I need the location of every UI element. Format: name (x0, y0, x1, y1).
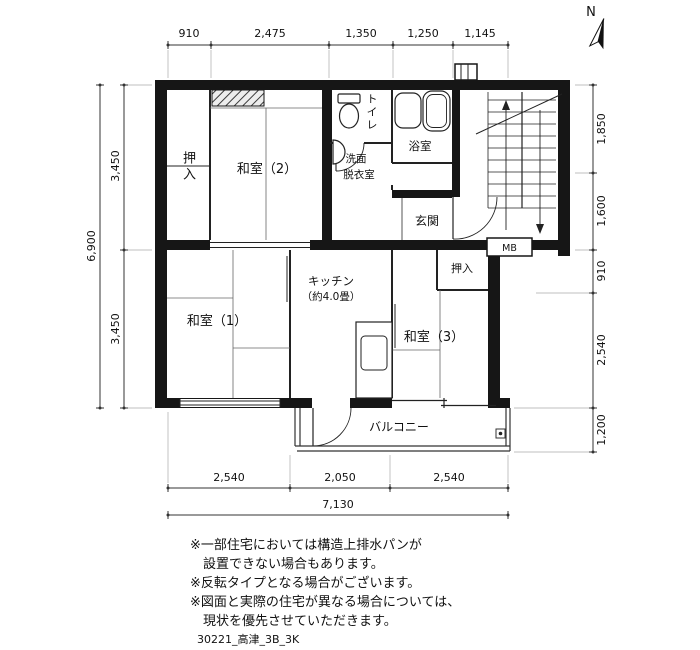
dimension-lines (96, 41, 597, 519)
balcony-rail (294, 408, 511, 452)
note-line-1: ※一部住宅においては構造上排水パンが (190, 538, 422, 553)
dim-top-3: 1,350 (345, 27, 377, 40)
fixtures (332, 90, 533, 399)
dim-top-4: 1,250 (407, 27, 439, 40)
label-washitsu1: 和室（1） (187, 313, 247, 329)
dim-right-4: 2,540 (595, 334, 608, 366)
note-line-4: ※図面と実際の住宅が異なる場合については、 (190, 594, 460, 610)
label-toilet: トイレ (365, 93, 378, 132)
staircase (454, 63, 563, 234)
fusuma-doors (210, 241, 310, 249)
window-washitsu1 (180, 399, 280, 407)
dim-left-2: 3,450 (109, 313, 122, 345)
drain-icon (495, 428, 506, 439)
dim-left-total: 6,900 (85, 230, 98, 262)
meter-box (486, 237, 533, 257)
extension-lines (128, 50, 589, 483)
label-kitchen-1: キッチン (308, 274, 354, 288)
dim-top-2: 2,475 (254, 27, 286, 40)
north-arrow: N (586, 5, 605, 50)
dim-bottom-1: 2,540 (213, 471, 245, 484)
stair-break-line (475, 93, 563, 135)
label-washitsu2: 和室（2） (237, 161, 297, 177)
dim-bottom-3: 2,540 (433, 471, 465, 484)
label-kitchen-2: （約4.0畳） (302, 290, 361, 303)
dim-top-1: 910 (179, 27, 200, 40)
dim-right-1: 1,850 (595, 113, 608, 145)
dim-bottom-total: 7,130 (322, 498, 354, 511)
label-balcony: バルコニー (369, 420, 429, 434)
label-oshiire-right: 押入 (451, 261, 473, 275)
kitchen-counter-icon (355, 321, 393, 399)
label-washroom-2: 脱衣室 (343, 168, 375, 181)
dim-top-5: 1,145 (464, 27, 496, 40)
hatched-wall (211, 89, 265, 107)
dim-right-2: 1,600 (595, 195, 608, 227)
note-line-2: 設置できない場合もあります。 (190, 556, 384, 572)
drawing-id: 30221_高津_3B_3K (197, 632, 300, 646)
toilet-icon (337, 93, 361, 129)
washbasin-icon (332, 139, 346, 165)
north-label: N (586, 5, 596, 20)
toilet-door-arc (335, 142, 365, 172)
stair-treads (488, 99, 556, 209)
label-washroom-1: 洗面 (346, 153, 367, 165)
label-bathroom: 浴室 (409, 139, 432, 153)
room-labels: 和室（2） 和室（1） 和室（3） 浴室 洗面 脱衣室 玄関 MB 押入 キッチ… (187, 139, 517, 434)
sliding-door-balcony (392, 398, 496, 408)
windows (179, 241, 496, 408)
label-mb: MB (502, 243, 517, 254)
balcony-door-arc (312, 407, 352, 447)
note-line-3: ※反転タイプとなる場合がございます。 (190, 575, 420, 591)
dim-bottom-2: 2,050 (324, 471, 356, 484)
entrance-door-arc (452, 196, 498, 240)
label-washitsu3: 和室（3） (404, 329, 464, 345)
duct-box (454, 63, 478, 81)
compass-needle-icon (588, 18, 605, 50)
dimension-labels: 910 2,475 1,350 1,250 1,145 6,900 3,450 … (85, 27, 608, 511)
dim-right-5: 1,200 (595, 414, 608, 446)
notes: ※一部住宅においては構造上排水パンが 設置できない場合もあります。 ※反転タイプ… (190, 538, 460, 629)
walls (155, 80, 570, 408)
balcony-divider (294, 408, 301, 446)
label-genkan: 玄関 (415, 213, 439, 228)
label-oshiire-left: 押入 (180, 151, 195, 183)
note-line-5: 現状を優先させていただきます。 (190, 614, 397, 629)
tatami-lines (167, 107, 441, 398)
dim-right-3: 910 (595, 261, 608, 282)
dim-left-1: 3,450 (109, 150, 122, 182)
bathtub-icon (394, 90, 451, 132)
